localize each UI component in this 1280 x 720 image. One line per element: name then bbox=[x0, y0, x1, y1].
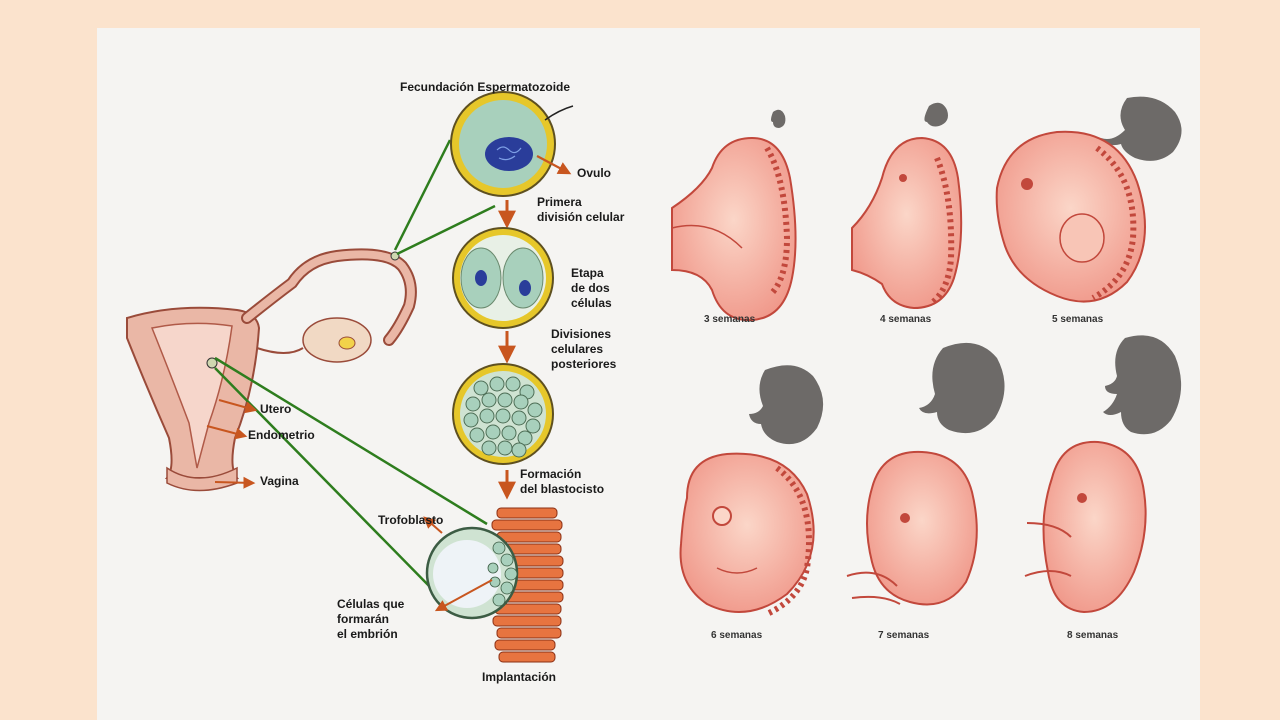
two-cell-stage bbox=[452, 227, 554, 329]
two-cell-label: Etapa de dos células bbox=[571, 266, 612, 310]
ovum-cell bbox=[450, 91, 574, 197]
embryo-8-weeks bbox=[1024, 440, 1147, 614]
week-label-7: 7 semanas bbox=[878, 630, 930, 641]
later-divisions-label: Divisiones celulares posteriores bbox=[551, 327, 617, 371]
blastocyst-label: Formación del blastocisto bbox=[520, 467, 605, 496]
first-division-label: Primera división celular bbox=[537, 195, 625, 224]
silhouette-icon bbox=[749, 96, 1182, 445]
embryo-3-weeks bbox=[671, 136, 797, 322]
week-label-3: 3 semanas bbox=[704, 314, 756, 325]
connector-lines bbox=[214, 139, 496, 593]
week-label-5: 5 semanas bbox=[1052, 314, 1104, 325]
trophoblast-label: Trofoblasto bbox=[378, 513, 444, 527]
week-label-4: 4 semanas bbox=[880, 314, 932, 325]
vagina-label: Vagina bbox=[260, 474, 299, 488]
reproductive-tract bbox=[126, 248, 417, 492]
week-label-6: 6 semanas bbox=[711, 630, 763, 641]
uterus-label: Utero bbox=[260, 402, 292, 416]
embryo-development-diagram bbox=[126, 91, 1182, 663]
implantation-illustration bbox=[423, 507, 564, 663]
morula-stage bbox=[452, 363, 554, 465]
endometrium-label: Endometrio bbox=[248, 428, 315, 442]
embryo-cells-label: Células que formarán el embrión bbox=[337, 597, 405, 641]
embryo-6-weeks bbox=[679, 452, 815, 617]
week-label-8: 8 semanas bbox=[1067, 630, 1119, 641]
ovum-label: Ovulo bbox=[577, 166, 612, 180]
tract-arrows bbox=[206, 399, 258, 489]
diagram-card: Fecundación Espermatozoide Ovulo Primera… bbox=[97, 28, 1200, 720]
embryo-4-weeks bbox=[851, 136, 963, 310]
implantation-label: Implantación bbox=[482, 670, 557, 684]
embryo-7-weeks bbox=[846, 450, 978, 606]
embryo-5-weeks bbox=[995, 130, 1146, 303]
fertilization-label: Fecundación Espermatozoide bbox=[400, 80, 571, 94]
